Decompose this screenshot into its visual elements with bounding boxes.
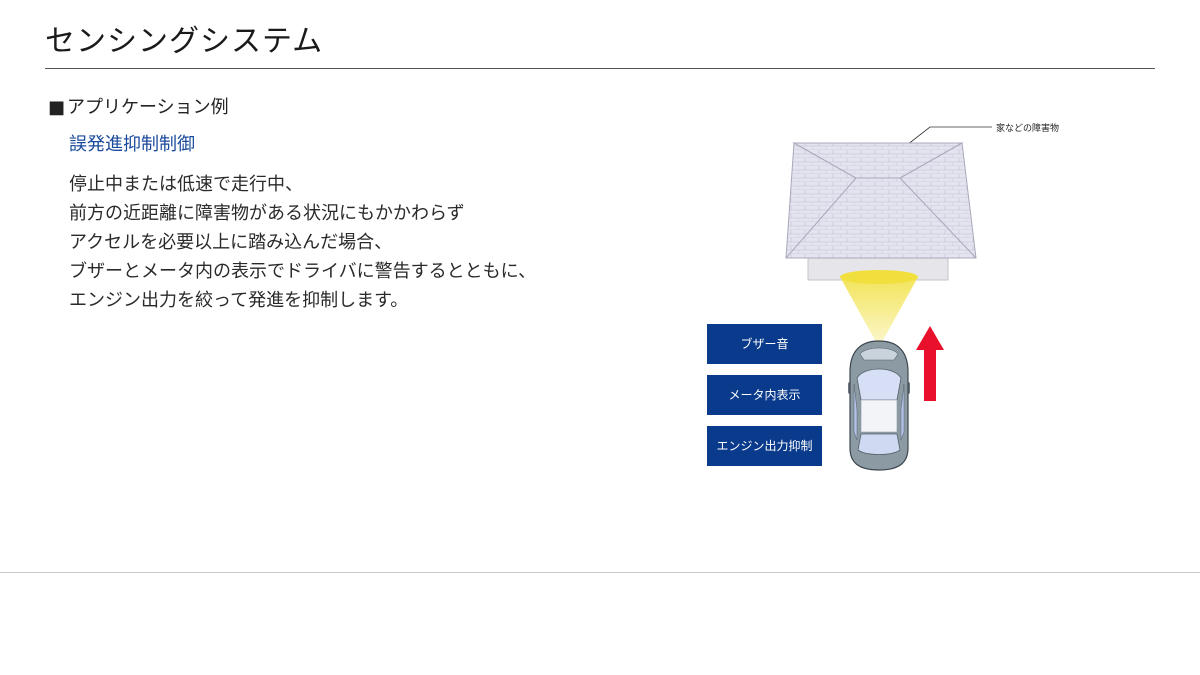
sensor-beam-icon — [840, 270, 918, 342]
title-divider — [45, 68, 1155, 69]
house-obstacle-icon — [785, 142, 977, 281]
buzzer-action-box: ブザー音 — [707, 324, 822, 364]
square-bullet-icon: ■ — [48, 97, 66, 118]
meter-display-action-box: メータ内表示 — [707, 375, 822, 415]
application-subheading: 誤発進抑制制御 — [69, 134, 195, 155]
page-title: センシングシステム — [45, 24, 324, 59]
footer-divider — [0, 572, 1200, 573]
engine-output-action-box: エンジン出力抑制 — [707, 426, 822, 466]
forward-arrow-icon — [916, 326, 944, 401]
car-icon — [848, 340, 910, 471]
section-heading-text: アプリケーション例 — [67, 97, 229, 118]
diagram-illustration — [785, 126, 992, 471]
section-heading: ■アプリケーション例 — [48, 95, 229, 121]
system-diagram: 家などの障害物 ブザー音 メータ内表示 エンジン出力抑制 — [700, 110, 1120, 490]
description-line: アクセルを必要以上に踏み込んだ場合、 — [69, 232, 393, 253]
obstacle-label: 家などの障害物 — [996, 124, 1060, 134]
description-line: ブザーとメータ内の表示でドライバに警告するとともに、 — [69, 261, 537, 282]
description-line: エンジン出力を絞って発進を抑制します。 — [69, 290, 409, 311]
description-line: 停止中または低速で走行中、 — [69, 174, 303, 195]
description-text: 停止中または低速で走行中、 前方の近距離に障害物がある状況にもかかわらず アクセ… — [69, 170, 589, 315]
description-line: 前方の近距離に障害物がある状況にもかかわらず — [69, 203, 465, 224]
